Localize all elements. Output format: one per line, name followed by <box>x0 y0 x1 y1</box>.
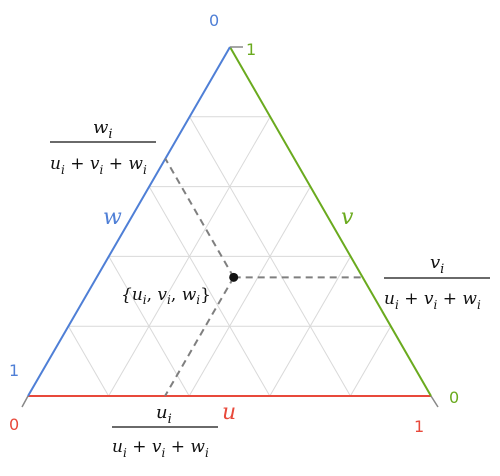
w-axis-end-label: 1 <box>9 361 19 380</box>
fraction-w-denominator: ui + vi + wi <box>50 154 147 177</box>
grid-line <box>269 256 352 397</box>
tick-mark-bottom-left <box>21 395 29 408</box>
composition-point <box>229 272 239 282</box>
guide-line-w <box>164 158 235 278</box>
v-axis-start-label: 0 <box>449 388 459 407</box>
tick-mark-bottom-right <box>430 395 439 408</box>
fraction-w-numerator: wi <box>93 117 113 142</box>
w-axis-letter: w <box>103 205 122 230</box>
fraction-u-denominator: ui + vi + wi <box>112 437 209 460</box>
u-axis-end-label: 1 <box>414 417 424 436</box>
fraction-v-numerator: vi <box>430 252 444 277</box>
fraction-v: vi ui + vi + wi <box>384 252 490 312</box>
guide-line-u <box>164 276 235 397</box>
fraction-v-denominator: ui + vi + wi <box>384 289 481 312</box>
fraction-u-numerator: ui <box>156 402 172 427</box>
grid-line <box>67 325 110 397</box>
point-label: {ui, vi, wi} <box>121 285 211 307</box>
u-axis-start-label: 0 <box>9 415 19 434</box>
grid-lines <box>67 116 392 397</box>
v-axis-letter: v <box>341 205 354 230</box>
grid-line <box>148 186 271 397</box>
v-axis-end-label: 1 <box>246 40 256 59</box>
fraction-u: ui ui + vi + wi <box>112 402 218 460</box>
fraction-w: wi ui + vi + wi <box>50 117 156 177</box>
grid-line <box>188 186 311 397</box>
grid-line <box>349 325 392 397</box>
v-axis-line <box>229 46 432 397</box>
u-axis-letter: u <box>222 400 236 425</box>
grid-line <box>108 256 190 397</box>
w-axis-line <box>27 46 231 397</box>
w-axis-start-label: 0 <box>209 11 219 30</box>
